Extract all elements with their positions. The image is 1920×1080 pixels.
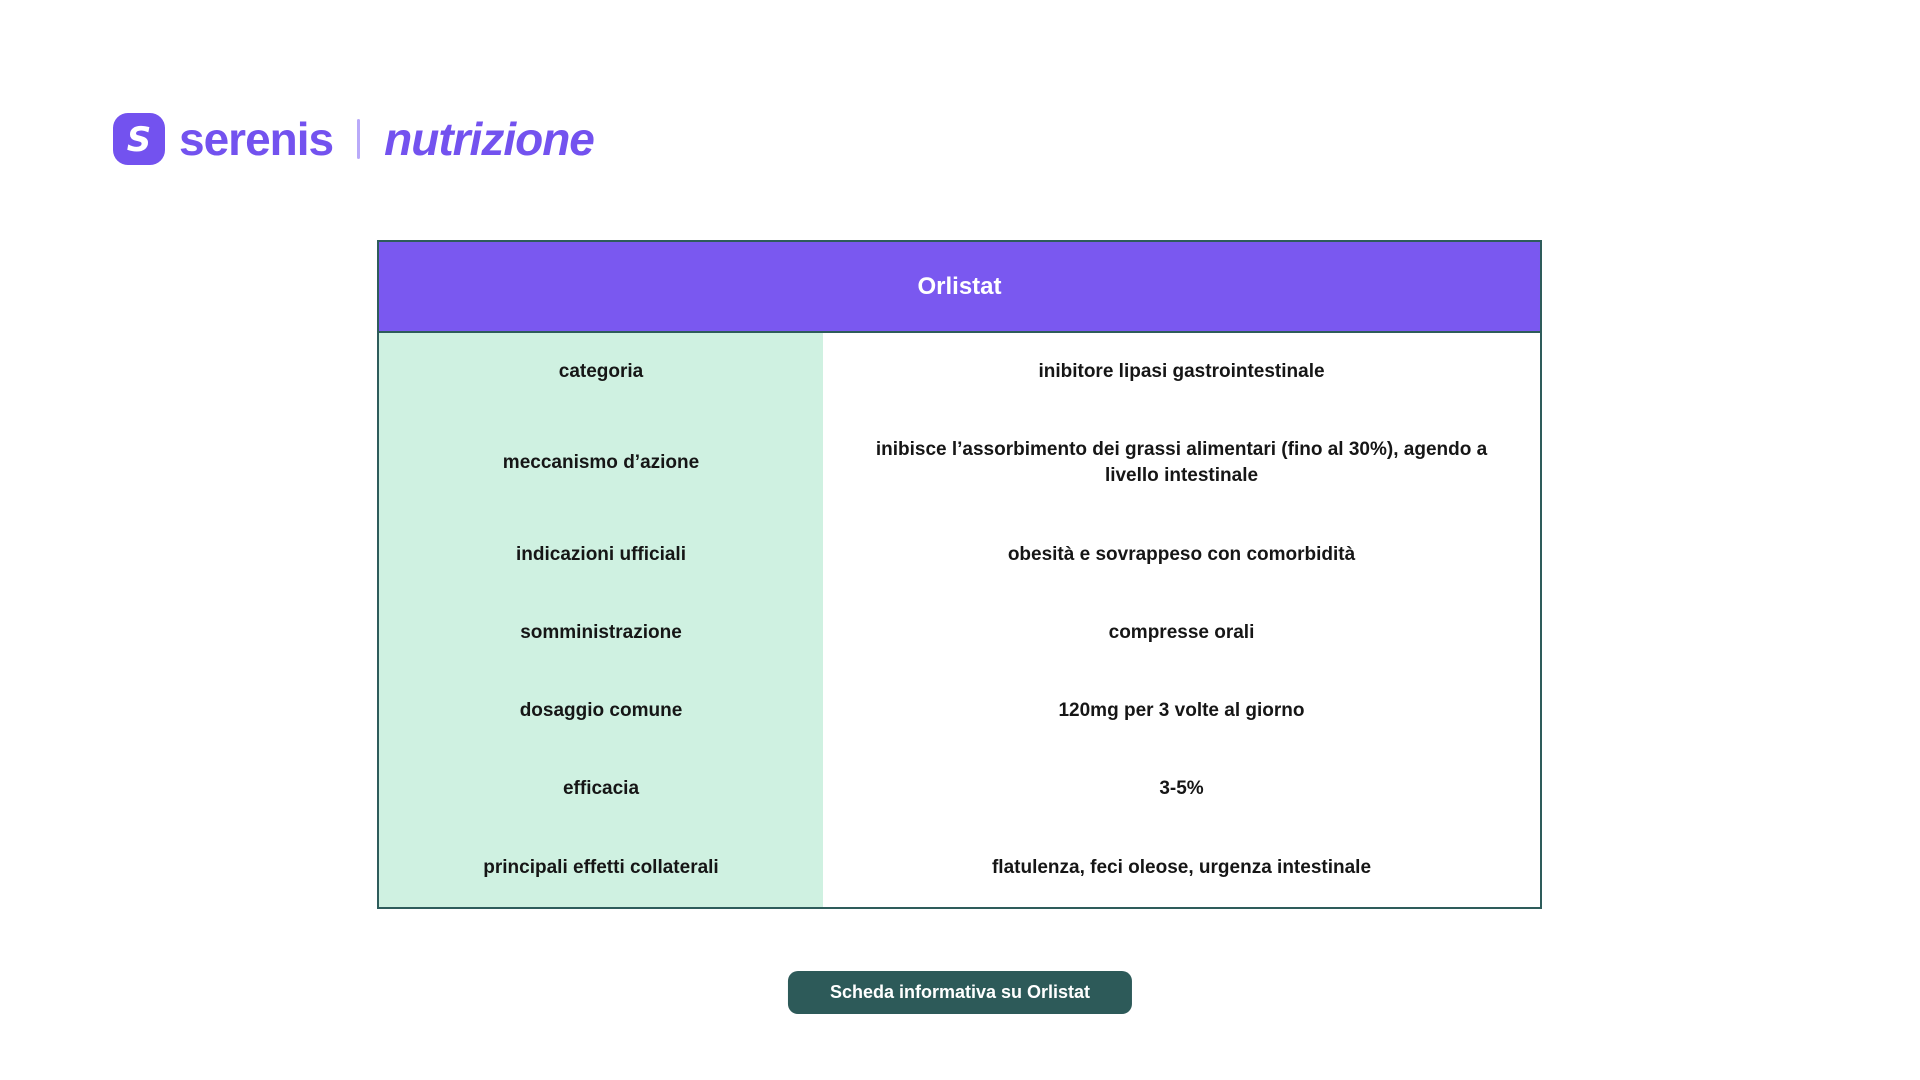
product-name: nutrizione [384,113,595,165]
row-value: compresse orali [823,593,1540,673]
table-row: dosaggio comune 120mg per 3 volte al gio… [379,672,1540,751]
row-label: meccanismo d’azione [379,411,823,516]
brand-logo: S serenis nutrizione [113,112,595,166]
row-label: indicazioni ufficiali [379,515,823,594]
serenis-logo-icon: S [113,113,165,165]
logo-divider [357,119,361,159]
row-label: principali effetti collaterali [379,828,823,907]
drug-info-table: Orlistat categoria inibitore lipasi gast… [377,240,1542,909]
row-label: efficacia [379,750,823,829]
row-value: flatulenza, feci oleose, urgenza intesti… [823,828,1540,907]
table-body: categoria inibitore lipasi gastrointesti… [379,333,1540,907]
row-value: inibisce l’assorbimento dei grassi alime… [823,411,1540,516]
table-row: principali effetti collaterali flatulenz… [379,828,1540,907]
brand-name: serenis [179,113,334,165]
row-label: somministrazione [379,593,823,673]
table-row: categoria inibitore lipasi gastrointesti… [379,333,1540,412]
row-label: categoria [379,333,823,412]
table-row: efficacia 3-5% [379,750,1540,829]
row-label: dosaggio comune [379,672,823,751]
table-row: indicazioni ufficiali obesità e sovrappe… [379,515,1540,594]
row-value: inibitore lipasi gastrointestinale [823,333,1540,412]
row-value: 120mg per 3 volte al giorno [823,672,1540,751]
row-value: 3-5% [823,750,1540,829]
table-row: somministrazione compresse orali [379,593,1540,673]
table-row: meccanismo d’azione inibisce l’assorbime… [379,411,1540,516]
svg-text:S: S [127,120,152,160]
row-value: obesità e sovrappeso con comorbidità [823,515,1540,594]
table-title: Orlistat [379,242,1540,333]
info-sheet-button[interactable]: Scheda informativa su Orlistat [787,971,1133,1014]
